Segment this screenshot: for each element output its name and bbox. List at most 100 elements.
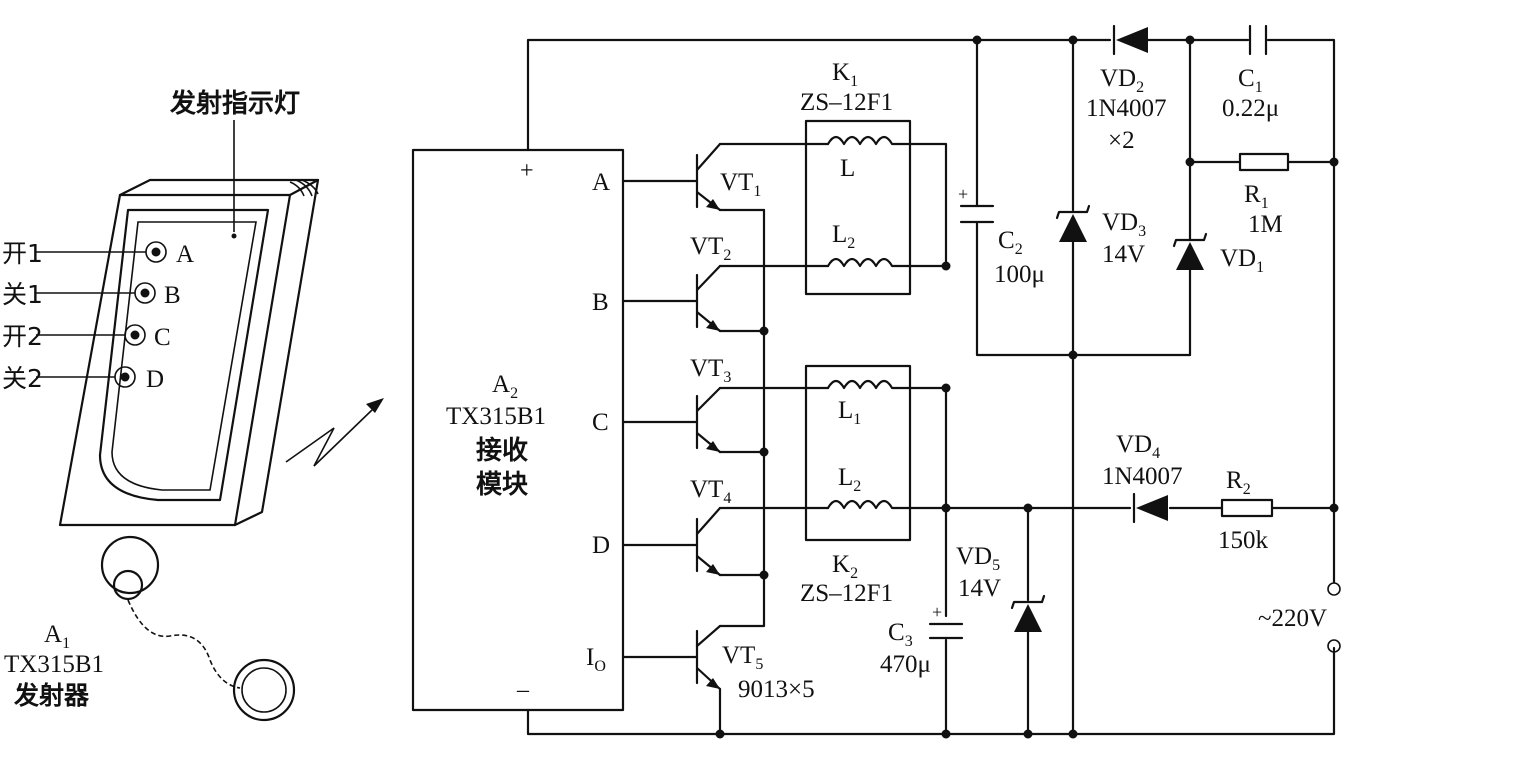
button-b-center [140,288,150,298]
c2-label: C2 [998,227,1023,258]
vd5-triangle-icon [1014,604,1042,632]
remote-body-top-edge [118,178,320,197]
key-fob-ring-icon [232,658,296,722]
c3-polarity: + [932,602,942,622]
relay-k1-coil1-label: L [840,155,855,182]
receiver-module: + – A2 TX315B1 接收 模块 A B C D IO [411,148,625,712]
receiver-model: TX315B1 [446,403,546,430]
relay-k2-coil-l1-icon [826,379,900,390]
receiver-box [411,148,625,712]
vd1-triangle-icon [1176,242,1204,270]
transistor-vt4 [695,506,722,577]
r2-label: R2 [1226,467,1251,498]
capacitor-c3: + [928,602,964,640]
pin-io-label: IO [586,644,606,675]
vd5-value: 14V [958,575,1001,602]
receiver-name-1: 接收 [476,436,528,466]
junction-dot [759,447,769,457]
wiring [526,38,1336,736]
remote-model: TX315B1 [4,651,104,678]
relay-k1-designator: K1 [832,59,858,90]
vd4-triangle-icon [1136,495,1168,521]
relay-k2-designator: K2 [832,551,858,582]
r1-value: 1M [1248,211,1283,238]
junction-dot [1023,729,1033,739]
pin-b-label: B [592,289,609,316]
vd1-label: VD1 [1220,245,1264,276]
remote-inner-panel [98,208,270,502]
button-c-label: 开2 [2,322,43,351]
vd1-cathode-bar [1172,232,1208,248]
receiver-name-2: 模块 [476,470,528,500]
remote-button-b[interactable] [36,282,156,304]
c1-value: 0.22μ [1222,95,1279,122]
wire-top-rail [526,38,1336,509]
transistor-vt2 [695,264,722,333]
vt5-label: VT5 [722,642,763,673]
vd3-label: VD3 [1102,209,1146,240]
remote-button-a[interactable] [36,241,167,263]
remote-body-front [58,193,292,527]
supply-terminal-top-icon [1327,582,1341,596]
vt2-collector [695,264,722,292]
pin-c-label: C [592,409,609,436]
vt1-emitter-arrow-icon [706,199,720,210]
receiver-minus: – [516,677,530,703]
signal-arrowhead [366,398,384,413]
remote-button-d[interactable] [36,366,136,388]
remote-transmitter: 发射指示灯 开1 关1 开2 关2 A B C D [2,88,320,722]
vt5-collector [695,624,722,648]
button-b-key: B [164,282,181,309]
relay-k1: L L2 K1 ZS–12F1 [800,59,912,296]
transistor-vt5 [695,624,722,691]
c1-label: C1 [1238,65,1263,96]
vt3-label: VT3 [690,355,731,386]
key-fob-ring-inner-icon [241,667,287,713]
indicator-light-icon [231,233,237,239]
resistor-r1-icon [1238,152,1290,172]
transistor-note: 9013×5 [738,676,815,703]
vd2-triangle-icon [1116,27,1148,53]
remote-body-side-edge [233,178,320,527]
remote-name: 发射器 [13,681,90,710]
vd2-count: ×2 [1108,127,1135,154]
vd3-cathode-bar [1055,204,1091,220]
diode-vd4 [1132,492,1168,524]
supply-terminal-bottom-icon [1327,639,1341,653]
transistor-vt1 [695,142,722,212]
junction-dot [972,35,982,45]
junction-dot [941,383,951,393]
ac-supply: ~220V [1258,506,1341,653]
vd4-value: 1N4007 [1102,463,1183,490]
vd3-triangle-icon [1059,214,1087,242]
c3-value: 470μ [880,651,931,678]
junction-dot [759,326,769,336]
vt1-label: VT1 [720,169,761,200]
supply-label: ~220V [1258,605,1327,632]
vt3-collector [695,386,722,413]
key-ring-link-icon [112,569,144,601]
vt1-collector [695,142,722,172]
junction-dot [941,503,951,513]
indicator-label: 发射指示灯 [169,88,300,119]
button-d-key: D [146,366,164,393]
wireless-signal-icon [285,398,384,467]
wire-c2 [975,38,1192,357]
button-d-label: 关2 [2,364,43,393]
key-ring-icon [100,535,160,595]
key-chain-icon [127,599,241,689]
button-c-center [130,330,140,340]
junction-dot [1068,35,1078,45]
signal-zigzag [285,409,373,467]
c3-label: C3 [888,619,913,650]
relay-k2-coil2-label: L2 [838,464,861,495]
remote-inner-panel-outline [111,221,257,491]
wire-emitter-bus [718,208,766,628]
vd4-label: VD4 [1116,431,1160,462]
button-d-center [120,372,130,382]
junction-dot [1185,35,1195,45]
junction-dot [941,261,951,271]
remote-button-c[interactable] [36,324,146,346]
receiver-plus: + [520,158,534,184]
